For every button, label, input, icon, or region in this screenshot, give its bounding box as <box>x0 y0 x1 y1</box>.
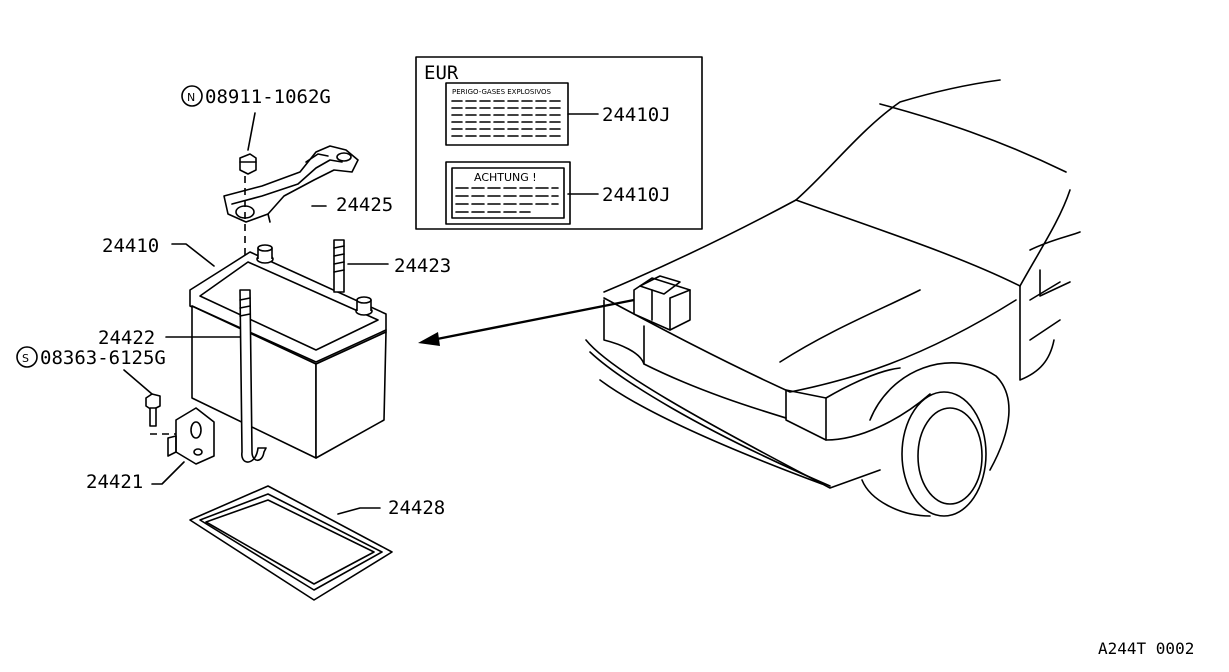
leader-lines <box>151 113 599 515</box>
bracket-bolt <box>123 369 176 435</box>
bracket-part-number: 24421 <box>86 471 143 493</box>
label1-part-number: 24410J <box>602 104 671 126</box>
callout-nut: N 08911-1062G <box>181 85 331 108</box>
battery-clamp <box>223 145 359 223</box>
figure-code: A244T 0002 <box>1098 639 1194 658</box>
clamp-part-number: 24425 <box>336 194 393 216</box>
label2-part-number: 24410J <box>602 184 671 206</box>
tray-part-number: 24428 <box>388 497 445 519</box>
hold-down-rod <box>239 289 267 463</box>
stud-part-number: 24423 <box>394 255 451 277</box>
rod-part-number: 24422 <box>98 327 155 349</box>
hold-down-nut <box>239 112 257 175</box>
warning-label-portuguese: PERIGO-GASES EXPLOSIVOS <box>445 82 569 146</box>
label1-header: PERIGO-GASES EXPLOSIVOS <box>452 88 552 96</box>
nut-prefix: N <box>187 91 195 104</box>
label2-header: ACHTUNG ! <box>474 171 537 184</box>
warning-label-german: ACHTUNG ! <box>445 161 571 225</box>
car-illustration <box>585 79 1081 517</box>
bolt-part-number: 08363-6125G <box>40 347 166 369</box>
hold-down-stud <box>333 239 345 293</box>
battery-tray <box>189 485 393 601</box>
battery <box>189 244 387 459</box>
battery-part-number: 24410 <box>102 235 159 257</box>
callout-bolt: S 08363-6125G <box>16 346 166 369</box>
eur-region-label: EUR <box>424 62 459 84</box>
bolt-prefix: S <box>22 352 29 365</box>
battery-bracket <box>167 407 215 465</box>
eur-inset: EUR PERIGO-GASES EXPLOSIVOS ACHTUNG ! <box>415 56 703 230</box>
nut-part-number: 08911-1062G <box>205 86 331 108</box>
location-arrow <box>418 298 636 346</box>
